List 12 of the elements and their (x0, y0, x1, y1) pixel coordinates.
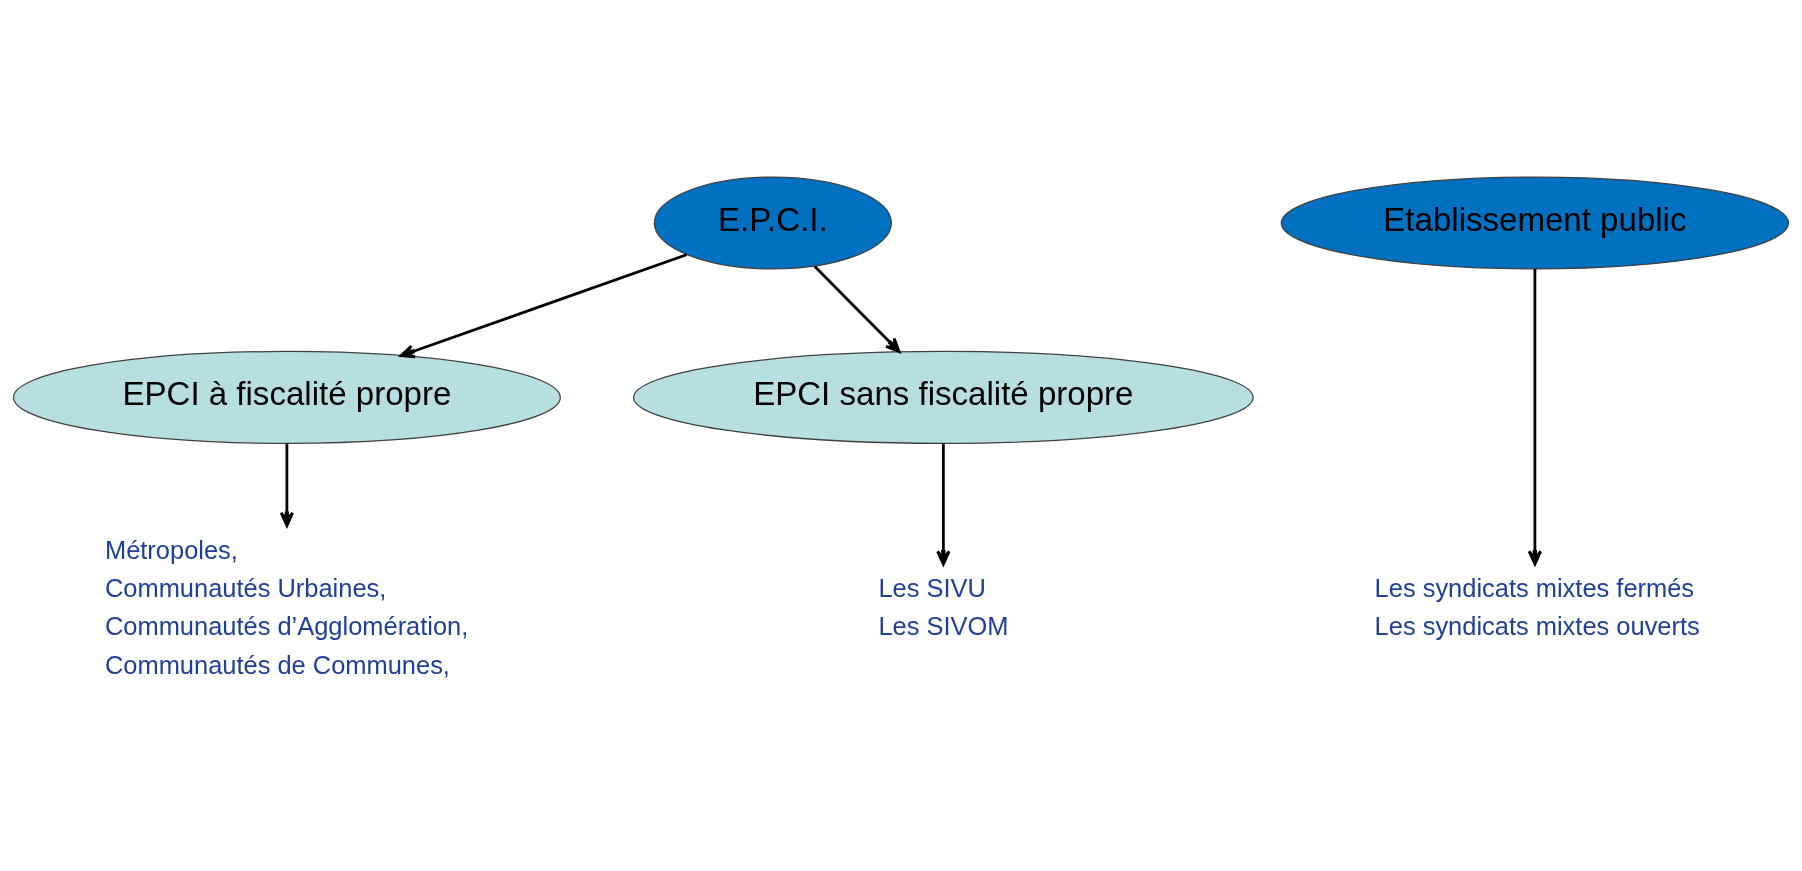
arrow (813, 265, 901, 353)
arrow (399, 253, 687, 359)
node-text: Les syndicats mixtes fermés Les syndicats mixtes ouverts (1374, 574, 1700, 641)
node-text: Métropoles, Communautés Urbaines, Communautés d’Agglomération, Communautés de Communes, (104, 536, 469, 679)
arrow (1527, 269, 1543, 566)
node-ellipse: Etablissement public (1280, 176, 1790, 270)
node-ellipse: EPCI à fiscalité propre (12, 350, 561, 444)
node-ellipse: E.P.C.I. (653, 176, 893, 270)
node-ellipse: EPCI sans fiscalité propre (632, 350, 1254, 444)
arrow (279, 443, 294, 527)
node-text: Les SIVU Les SIVOM (878, 574, 1009, 641)
arrow (936, 443, 951, 566)
